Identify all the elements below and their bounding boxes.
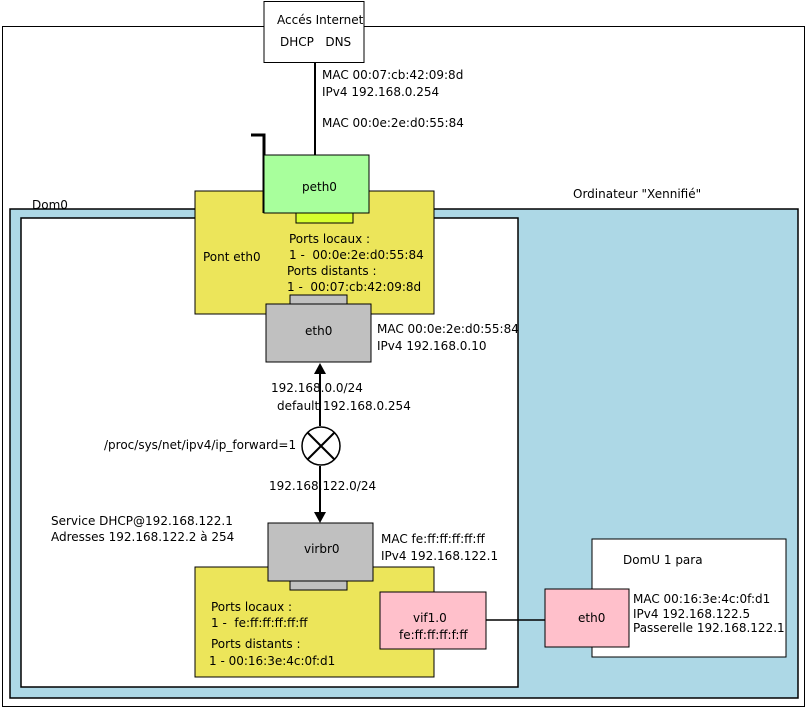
router-cross-2 — [307, 432, 335, 460]
eth0-mac: MAC 00:0e:2e:d0:55:84 — [377, 322, 519, 336]
vif-box — [379, 591, 487, 650]
bridge-eth0-remote-entry: 1 - 00:07:cb:42:09:8d — [287, 280, 421, 294]
peth0-label: peth0 — [302, 180, 337, 194]
virbr0-box — [267, 522, 374, 582]
domu-eth0-box — [544, 588, 630, 648]
eth0-ip: IPv4 192.168.0.10 — [377, 339, 486, 353]
bridge-eth0-local-entry: 1 - 00:0e:2e:d0:55:84 — [289, 248, 424, 262]
ip-forward: /proc/sys/net/ipv4/ip_forward=1 — [104, 438, 296, 452]
domu-ip: IPv4 192.168.122.5 — [633, 607, 750, 621]
peth0-mac: MAC 00:0e:2e:d0:55:84 — [322, 116, 464, 130]
virbr0-mac: MAC fe:ff:ff:ff:ff:ff — [381, 532, 485, 546]
bridge-eth0-label: Pont eth0 — [203, 250, 261, 264]
route-default: default 192.168.0.254 — [277, 399, 411, 413]
vif-label: vif1.0 — [413, 611, 447, 625]
route-net-up: 192.168.0.0/24 — [271, 381, 363, 395]
virbr0-remote-title: Ports distants : — [211, 637, 301, 651]
eth0-top-connector — [289, 294, 348, 305]
virbr0-label: virbr0 — [304, 542, 340, 556]
vif-mac: fe:ff:ff:ff:f:ff — [399, 628, 468, 642]
dhcp-service-line1: Service DHCP@192.168.122.1 — [51, 514, 233, 528]
eth0-label: eth0 — [305, 324, 332, 338]
virbr0-connector — [289, 580, 348, 591]
domu-eth0-label: eth0 — [578, 611, 605, 625]
dom0-label: Dom0 — [32, 198, 68, 212]
bridge-eth0-local-title: Ports locaux : — [289, 232, 370, 246]
remote-ip: IPv4 192.168.0.254 — [322, 85, 439, 99]
virbr0-remote-entry: 1 - 00:16:3e:4c:0f:d1 — [209, 654, 335, 668]
virbr0-local-entry: 1 - fe:ff:ff:ff:ff:ff — [211, 616, 308, 630]
internet-box — [263, 1, 365, 63]
arrow-down — [314, 512, 326, 523]
route-net-down: 192.168.122.0/24 — [269, 479, 376, 493]
domu-title: DomU 1 para — [623, 553, 703, 567]
computer-label: Ordinateur "Xennifié" — [573, 187, 701, 201]
domu-mac: MAC 00:16:3e:4c:0f:d1 — [633, 592, 770, 606]
internet-services: DHCP DNS — [280, 35, 351, 49]
arrow-up — [314, 363, 326, 374]
remote-mac: MAC 00:07:cb:42:09:8d — [322, 68, 463, 82]
peth0-connector — [295, 212, 354, 224]
peth0-card — [263, 154, 370, 214]
eth0-box — [265, 303, 372, 363]
virbr0-ip: IPv4 192.168.122.1 — [381, 549, 498, 563]
virbr0-local-title: Ports locaux : — [211, 600, 292, 614]
bridge-eth0-remote-title: Ports distants : — [287, 264, 377, 278]
domu-gateway: Passerelle 192.168.122.1 — [633, 621, 785, 635]
dhcp-service-line2: Adresses 192.168.122.2 à 254 — [51, 530, 234, 544]
internet-title: Accés Internet — [277, 13, 364, 27]
